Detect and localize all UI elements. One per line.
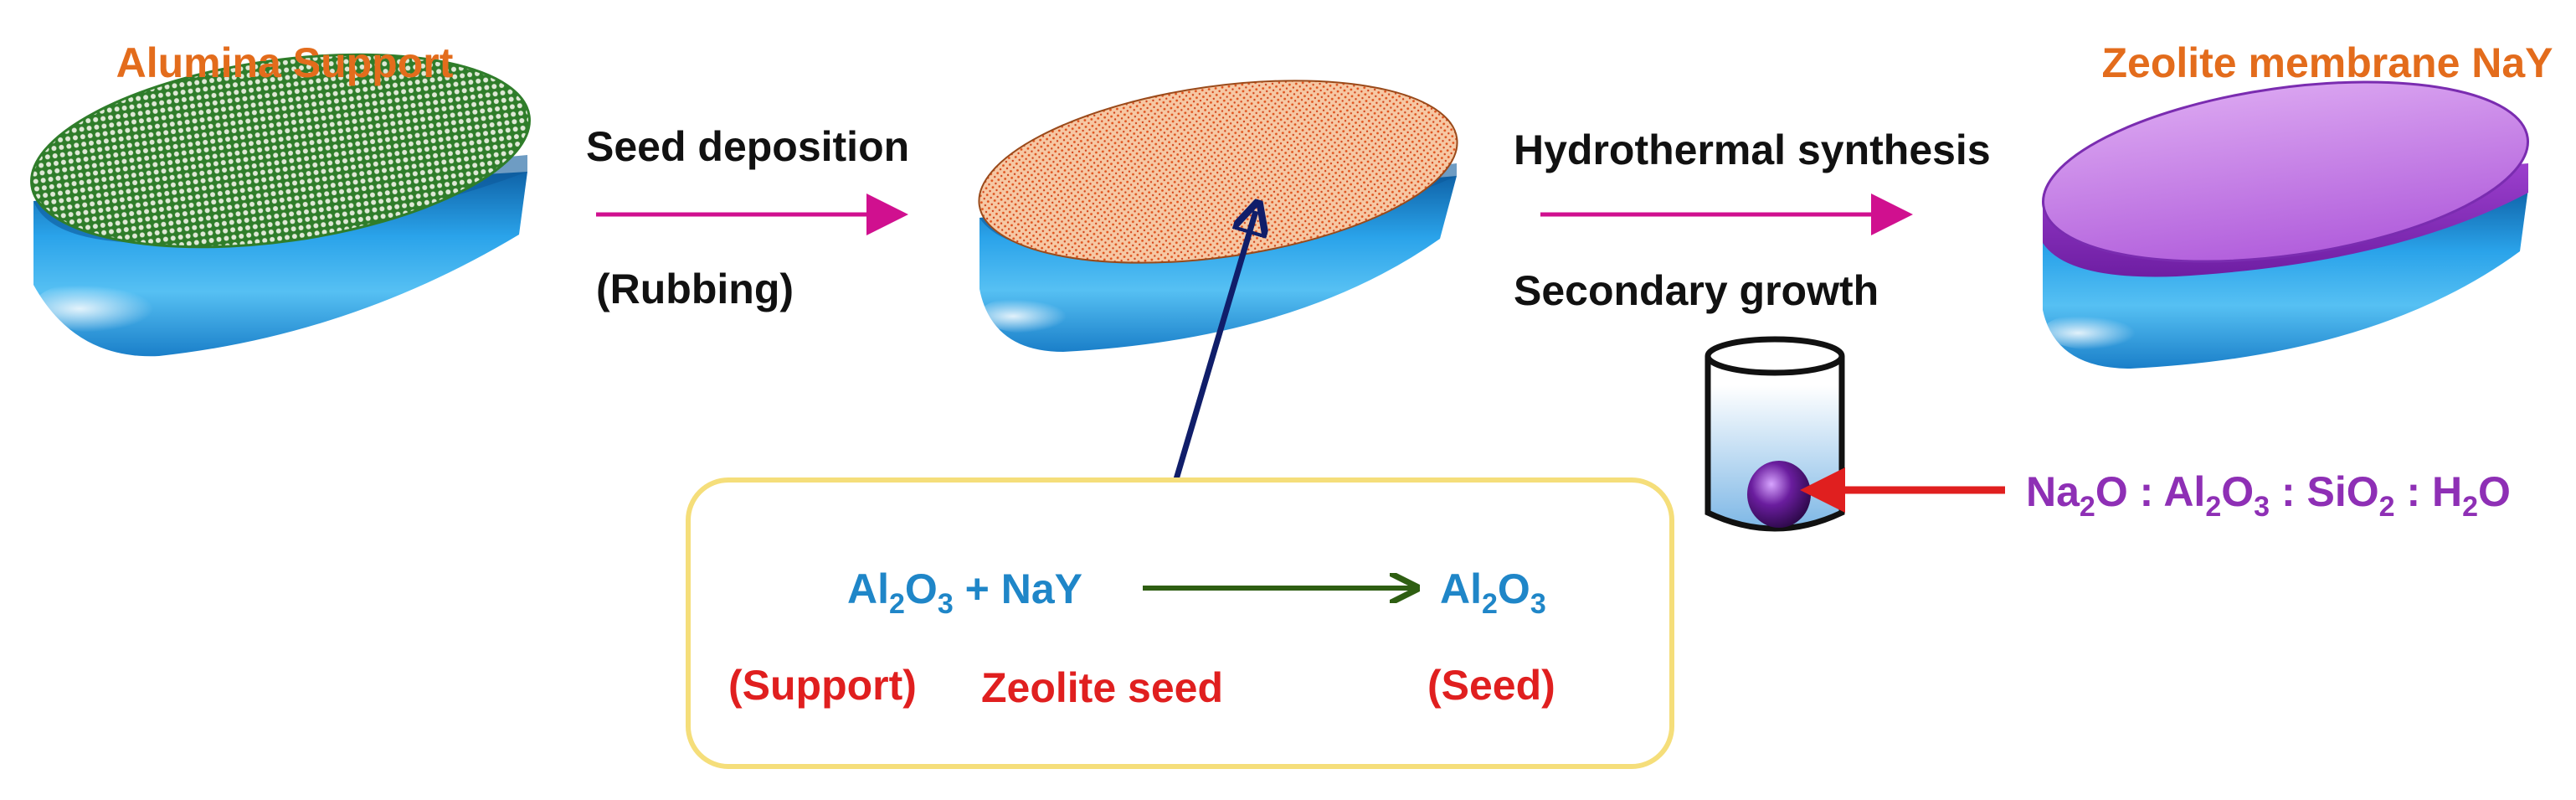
support-label: (Support) [728, 662, 917, 709]
zeolite-membrane-title: Zeolite membrane NaY [2101, 39, 2553, 86]
product-formula: Al2O3 [1440, 565, 1546, 620]
secondary-growth-label: Secondary growth [1514, 267, 1879, 314]
synthesis-beaker [1704, 336, 1845, 532]
alumina-support-disc [30, 53, 531, 357]
product-al: Al [1440, 565, 1482, 612]
hydrothermal-synthesis-label: Hydrothermal synthesis [1514, 126, 1991, 173]
gel-si-sub: 2 [2379, 491, 2395, 523]
reactant-al: Al [847, 565, 889, 612]
gel-o3: O [2478, 468, 2511, 515]
rubbing-label: (Rubbing) [596, 266, 794, 312]
seed-pointer-arrow [1173, 211, 1256, 480]
reactant-o: O [905, 565, 938, 612]
zeolite-seed-label: Zeolite seed [981, 664, 1223, 711]
gel-o2-sub: 3 [2254, 491, 2270, 523]
gel-na-sub: 2 [2080, 491, 2095, 523]
gel-al-sub: 2 [2205, 491, 2221, 523]
gel-h: : H [2395, 468, 2463, 515]
gel-h-sub: 2 [2462, 491, 2478, 523]
seed-label: (Seed) [1427, 662, 1555, 709]
gel-o2: O [2221, 468, 2254, 515]
reactant-al-sub: 2 [889, 588, 905, 620]
zeolite-membrane-disc [2042, 80, 2529, 369]
gel-sphere [1747, 461, 1811, 528]
reaction-box [686, 477, 1674, 769]
product-o: O [1498, 565, 1530, 612]
reactant-plus-nay: + NaY [954, 565, 1082, 612]
seeded-support-disc [978, 80, 1458, 352]
product-o-sub: 3 [1530, 588, 1546, 620]
gel-o1: O : Al [2095, 468, 2205, 515]
gel-si: : SiO [2270, 468, 2379, 515]
gel-composition: Na2O : Al2O3 : SiO2 : H2O [2026, 468, 2511, 523]
reactant-o-sub: 3 [938, 588, 954, 620]
gel-na: Na [2026, 468, 2080, 515]
product-al-sub: 2 [1482, 588, 1498, 620]
seed-deposition-label: Seed deposition [586, 123, 909, 170]
alumina-support-title: Alumina Support [116, 39, 454, 86]
reactant-formula: Al2O3 + NaY [847, 565, 1082, 620]
